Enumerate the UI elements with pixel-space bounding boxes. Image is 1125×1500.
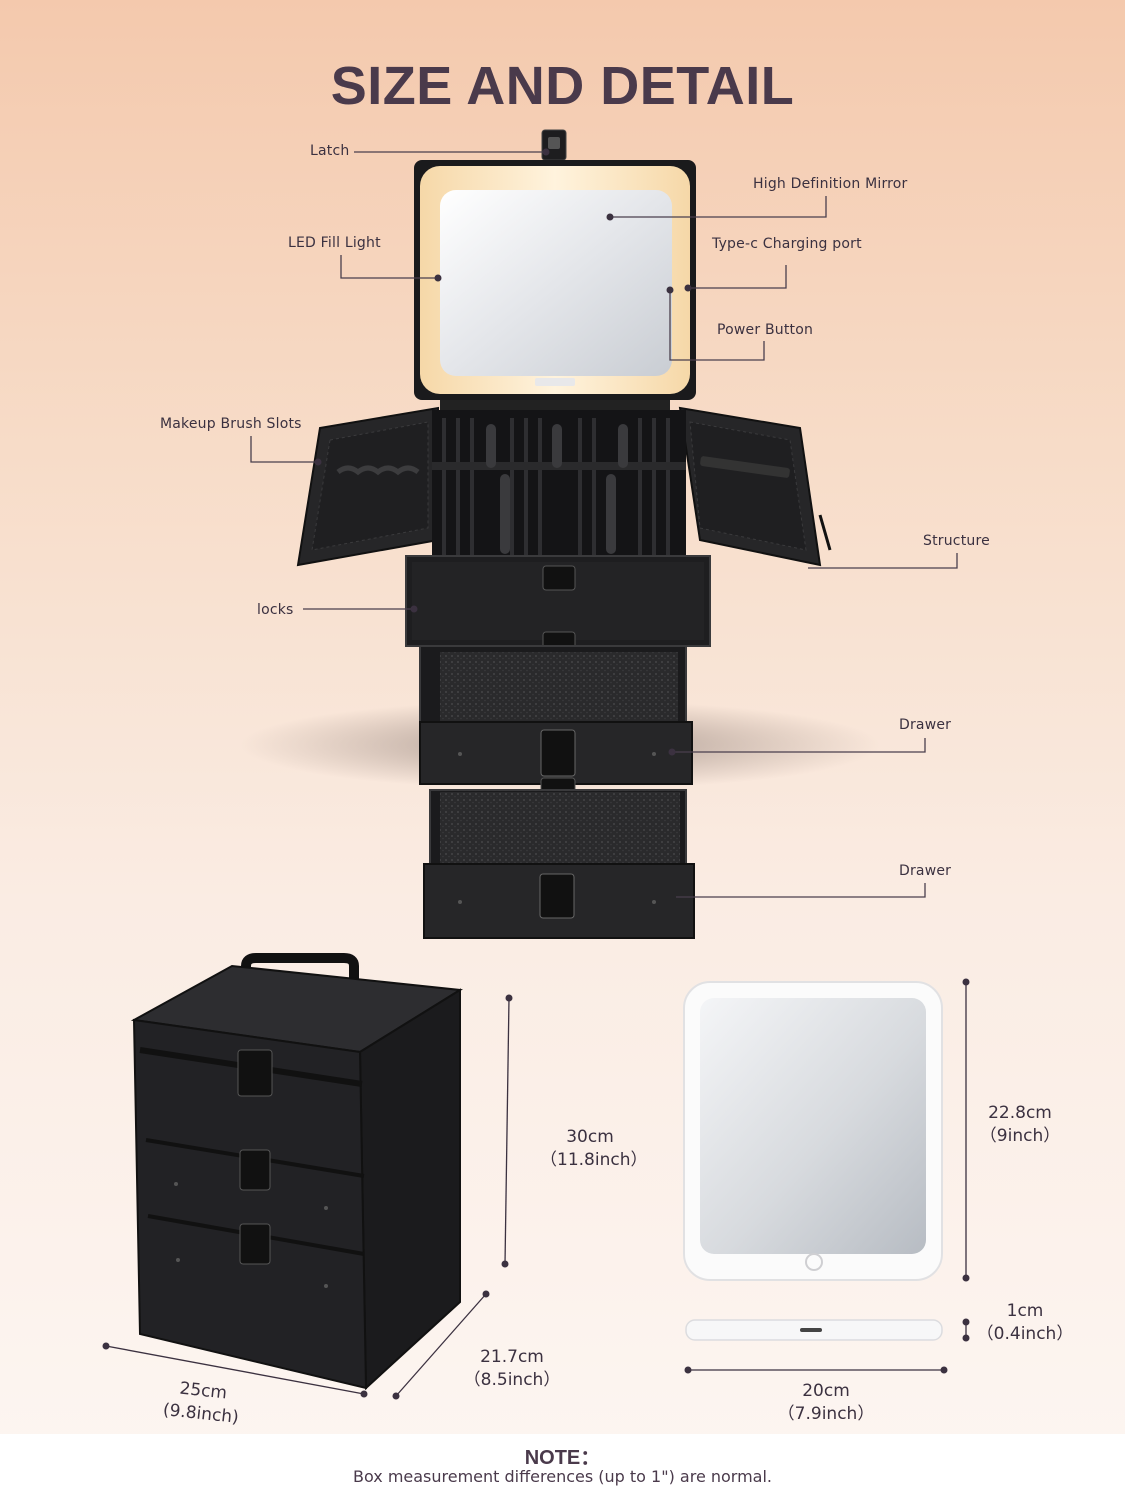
callout-locks: locks <box>257 602 294 618</box>
callout-dots <box>314 148 692 756</box>
page-title: SIZE AND DETAIL <box>330 56 795 116</box>
open-case <box>296 129 832 939</box>
callout-power-button: Power Button <box>717 322 814 338</box>
mirror-height-label: 22.8cm （9inch） <box>979 1103 1061 1146</box>
callout-latch: Latch <box>310 143 350 159</box>
callout-led-fill-light: LED Fill Light <box>288 235 381 251</box>
callout-lines <box>250 151 958 898</box>
mirror-thickness-label: 1cm （0.4inch） <box>976 1301 1074 1344</box>
case-height-label: 30cm （11.8inch） <box>540 1127 648 1170</box>
callout-structure: Structure <box>923 533 990 549</box>
note-text: Box measurement differences (up to 1") a… <box>352 1467 773 1486</box>
closed-case <box>130 953 464 1391</box>
callout-type-c-port: Type-c Charging port <box>712 236 862 252</box>
callout-hd-mirror: High Definition Mirror <box>753 176 908 192</box>
standalone-mirror <box>683 981 943 1341</box>
case-dimension-lines <box>105 997 510 1397</box>
callout-brush-slots: Makeup Brush Slots <box>160 416 302 432</box>
callout-drawer-2: Drawer <box>899 863 952 879</box>
note-title: NOTE： <box>524 1447 601 1469</box>
mirror-width-label: 20cm （7.9inch） <box>777 1381 875 1424</box>
callout-drawer-1: Drawer <box>899 717 952 733</box>
case-depth-label: 21.7cm （8.5inch） <box>463 1347 561 1390</box>
note-bar <box>0 1434 1125 1500</box>
